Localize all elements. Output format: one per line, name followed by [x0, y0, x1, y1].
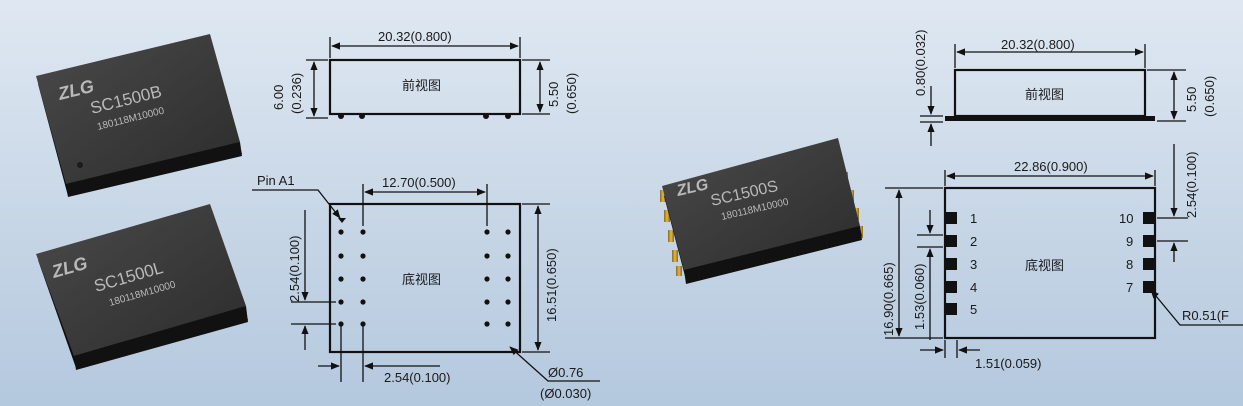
pin-label-1: 1: [970, 211, 977, 226]
pad-length-dim: 1.51(0.059): [975, 356, 1042, 371]
front-height-dim-a2: (0.236): [289, 73, 304, 114]
pad-width-dim: 1.53(0.060): [912, 264, 927, 331]
right-overall-height-dim: 16.90(0.665): [881, 262, 896, 336]
right-front-height-dim: 5.50: [1184, 87, 1199, 112]
pin-label-4: 4: [970, 280, 977, 295]
left-front-view: 前视图 20.32(0.800) 6.00 (0.236) 5.50 (0.65…: [271, 29, 579, 119]
pad-radius-dim: R0.51(F: [1182, 308, 1229, 323]
bga-pin-grid: [338, 218, 511, 327]
pin-label-7: 7: [1126, 280, 1133, 295]
chip-sc1500s: ZLG SC1500S 180118M10000: [660, 138, 863, 284]
pin-label-5: 5: [970, 302, 977, 317]
pin-label-10: 10: [1119, 211, 1133, 226]
right-bottom-width-dim: 22.86(0.900): [1014, 159, 1088, 174]
top-pitch-dim: 12.70(0.500): [382, 175, 456, 190]
overall-height-dim: 16.51(0.650): [544, 248, 559, 322]
right-bottom-view: 底视图 1 2 3 4 5 10 9 8 7 22.86(0.900): [881, 144, 1243, 371]
front-height-dim-a: 6.00: [271, 85, 286, 110]
right-front-view: 前视图 20.32(0.800) 0.80(0.032) 5.50 (0.650…: [913, 30, 1217, 146]
left-pad-row: [945, 212, 957, 315]
svg-text:ZLG: ZLG: [674, 176, 710, 200]
front-height-dim-b2: (0.650): [564, 73, 579, 114]
left-bottom-view: 底视图 Pin A1 12.70(0.500) 2.54(0.100): [252, 173, 600, 401]
chip-sc1500b: ZLG SC1500B 180118M10000: [36, 34, 242, 197]
zlg-logo-icon: ZLG: [674, 176, 710, 200]
pin-label-9: 9: [1126, 234, 1133, 249]
front-view-label: 前视图: [402, 78, 441, 94]
right-front-height-dim-inch: (0.650): [1202, 76, 1217, 117]
ball-diameter-inch: (Ø0.030): [540, 386, 591, 401]
pin-a1-label: Pin A1: [257, 173, 295, 188]
pin1-dot-icon: [77, 162, 83, 168]
pcb-thickness-dim: 0.80(0.032): [913, 30, 928, 97]
bottom-view-label: 底视图: [402, 272, 441, 288]
right-front-width-dim: 20.32(0.800): [1001, 37, 1075, 52]
front-view-label-2: 前视图: [1025, 87, 1064, 103]
bottom-pitch-dim: 2.54(0.100): [384, 370, 451, 385]
pin-label-8: 8: [1126, 257, 1133, 272]
front-width-dim: 20.32(0.800): [378, 29, 452, 44]
bottom-view-label-2: 底视图: [1025, 258, 1064, 274]
pin-label-3: 3: [970, 257, 977, 272]
left-pitch-dim: 2.54(0.100): [287, 236, 302, 303]
chip-sc1500l: ZLG SC1500L 180118M10000: [36, 204, 248, 370]
right-pad-row: [1143, 212, 1155, 293]
front-height-dim-b: 5.50: [546, 82, 561, 107]
pin-label-2: 2: [970, 234, 977, 249]
pad-pitch-dim: 2.54(0.100): [1184, 152, 1199, 219]
ball-diameter-dim: Ø0.76: [548, 365, 583, 380]
